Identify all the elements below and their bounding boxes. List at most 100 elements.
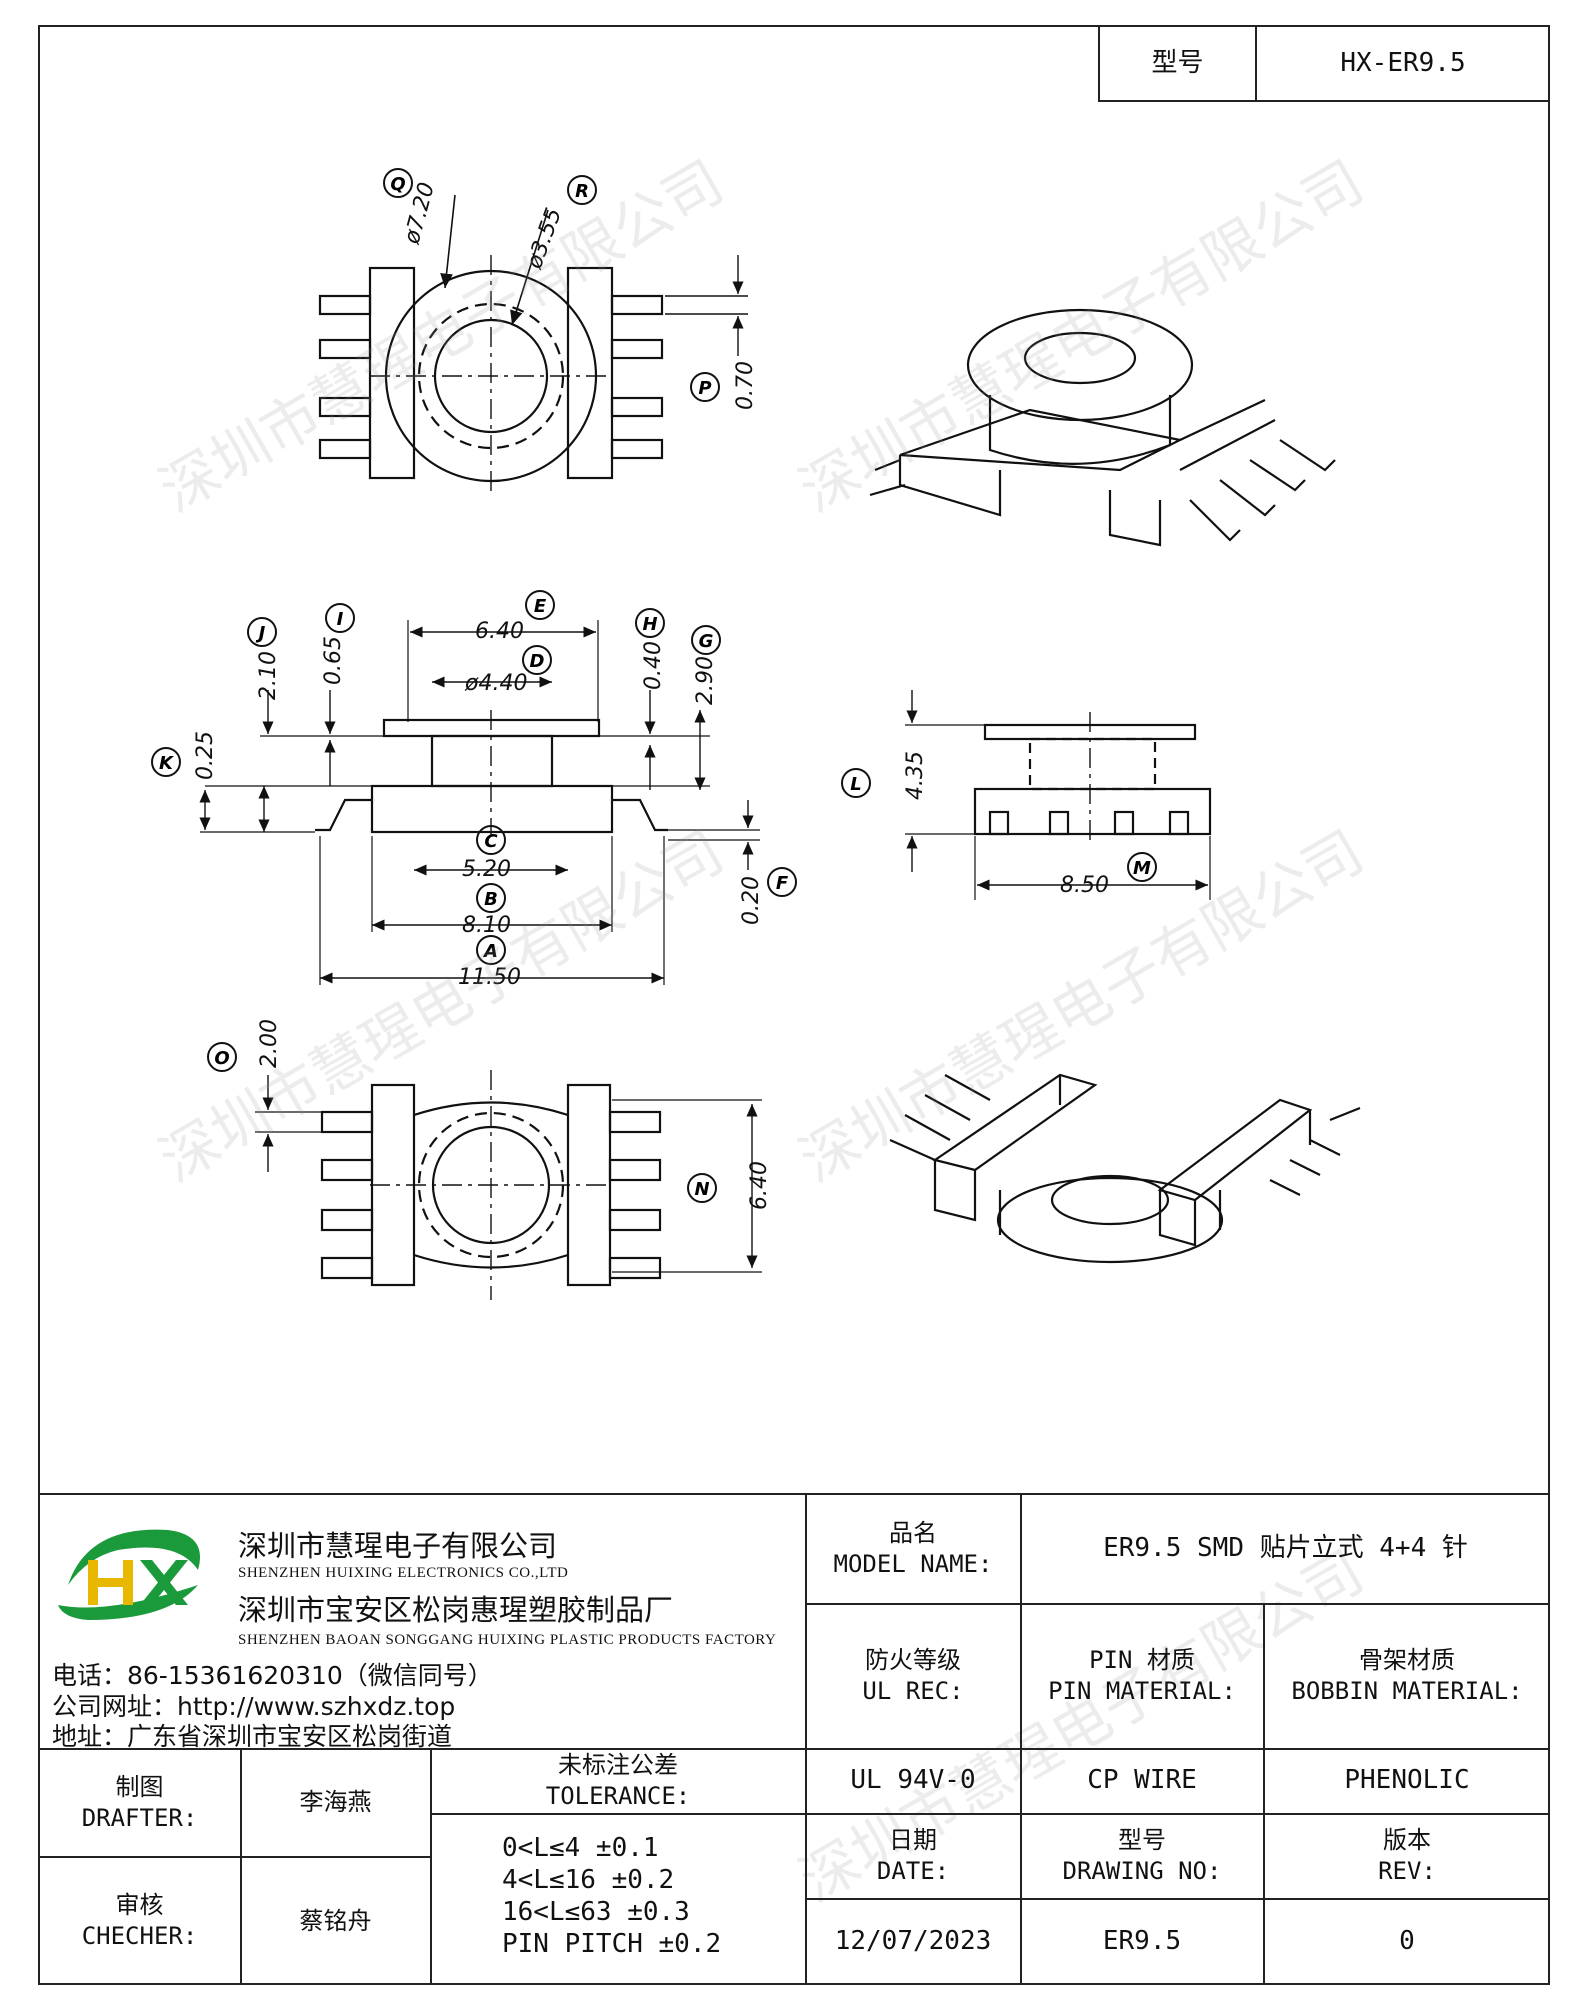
top-view [318, 194, 748, 495]
rev-label: 版本 REV: [1378, 1826, 1436, 1885]
callout-c: C [476, 825, 506, 855]
callout-l: L [841, 768, 871, 798]
svg-text:I: I [337, 609, 344, 630]
svg-text:E: E [534, 596, 547, 617]
callout-j: J [247, 617, 277, 647]
title-block-border [38, 1493, 1550, 1495]
callout-g: G [691, 625, 721, 655]
svg-text:B: B [484, 889, 498, 910]
dim-b: 8.10 [462, 913, 511, 938]
svg-text:G: G [699, 631, 714, 652]
callout-k: K [151, 747, 181, 777]
title-block-border [240, 1748, 242, 1985]
tolerance-label: 未标注公差 TOLERANCE: [545, 1751, 691, 1810]
pin-material-value: CP WIRE [1087, 1765, 1197, 1796]
callout-h: H [635, 608, 665, 638]
date-label: 日期 DATE: [876, 1826, 950, 1885]
svg-text:J: J [256, 623, 266, 644]
svg-text:P: P [698, 378, 711, 399]
company-name-cn: 深圳市慧瑆电子有限公司 [238, 1529, 558, 1563]
svg-text:C: C [484, 831, 498, 852]
technical-drawing: Q R P J I E H G D K C F B A L M O N ø7.2… [151, 168, 1361, 1300]
pin-material-label: PIN 材质 PIN MATERIAL: [1048, 1646, 1236, 1705]
tolerance-list: 0<L≤4 ±0.1 4<L≤16 ±0.2 16<L≤63 ±0.3 PIN … [502, 1832, 862, 1960]
dim-j: 2.10 [256, 651, 281, 700]
callout-e: E [525, 590, 555, 620]
svg-text:F: F [776, 873, 789, 894]
ul-rec-label: 防火等级 UL REC: [862, 1646, 964, 1705]
factory-name-cn: 深圳市宝安区松岗惠瑆塑胶制品厂 [238, 1593, 674, 1627]
dim-p: 0.70 [733, 361, 758, 410]
dim-h: 0.40 [641, 641, 666, 690]
model-name-label: 品名 MODEL NAME: [833, 1518, 993, 1578]
drafter-value: 李海燕 [299, 1788, 372, 1817]
dim-l: 4.35 [903, 751, 928, 800]
callout-d: D [522, 645, 552, 675]
model-name-value: ER9.5 SMD 贴片立式 4+4 针 [1103, 1532, 1468, 1563]
tolerance-row: PIN PITCH ±0.2 [502, 1929, 722, 1959]
dim-g: 2.90 [693, 656, 718, 705]
callout-p: P [690, 372, 720, 402]
dim-o: 2.00 [257, 1019, 282, 1068]
svg-text:H: H [642, 614, 657, 635]
front-view [199, 620, 760, 985]
svg-text:L: L [850, 774, 861, 795]
iso-view-top [869, 308, 1336, 547]
company-website: 公司网址：http://www.szhxdz.top [52, 1692, 456, 1721]
ul-rec-value: UL 94V-0 [850, 1765, 976, 1796]
tolerance-row: 16<L≤63 ±0.3 [502, 1897, 690, 1927]
dim-d: ø4.40 [464, 671, 527, 696]
title-block-border [805, 1898, 1550, 1900]
title-block-border [38, 1748, 1550, 1750]
callout-q: Q [383, 168, 413, 198]
svg-text:M: M [1133, 858, 1151, 879]
header-border [1255, 25, 1257, 102]
dim-r: ø3.55 [522, 205, 567, 273]
title-block-border [1020, 1493, 1022, 1985]
company-address: 地址：广东省深圳市宝安区松岗街道 [52, 1722, 453, 1751]
title-block-border [805, 1603, 1550, 1605]
title-block-border [38, 1856, 430, 1858]
title-block-border [430, 1813, 1550, 1815]
dim-n: 6.40 [747, 1161, 772, 1210]
svg-text:D: D [530, 651, 545, 672]
callout-f: F [767, 867, 797, 897]
callout-r: R [567, 175, 597, 205]
company-logo [58, 1529, 200, 1620]
title-block-border [1263, 1603, 1265, 1985]
callout-labels: Q R P J I E H G D K C F B A L M O N [151, 168, 1157, 1203]
iso-view-bottom [889, 1073, 1361, 1264]
title-block-border [805, 1493, 807, 1985]
drawing-no-value: ER9.5 [1102, 1926, 1182, 1957]
rev-value: 0 [1399, 1926, 1415, 1957]
date-value: 12/07/2023 [834, 1926, 992, 1957]
callout-n: N [687, 1173, 717, 1203]
checker-label: 审核 CHECHER: [81, 1891, 198, 1950]
svg-text:A: A [482, 941, 498, 962]
drawing-sheet [38, 25, 1550, 1985]
callout-b: B [476, 883, 506, 913]
dim-f: 0.20 [739, 876, 764, 925]
svg-text:R: R [575, 181, 589, 202]
header-border [1098, 25, 1100, 102]
bobbin-material-label: 骨架材质 BOBBIN MATERIAL: [1291, 1646, 1523, 1705]
svg-text:O: O [214, 1048, 229, 1069]
dim-a: 11.50 [458, 965, 521, 990]
checker-value: 蔡铭舟 [299, 1906, 372, 1935]
bottom-view [255, 1070, 762, 1300]
company-name-en: SHENZHEN HUIXING ELECTRONICS CO.,LTD [238, 1565, 569, 1581]
dim-c: 5.20 [462, 857, 511, 882]
model-value: HX-ER9.5 [1340, 47, 1466, 78]
company-phone: 电话：86-15361620310（微信同号） [52, 1661, 493, 1690]
callout-m: M [1127, 852, 1157, 882]
callout-o: O [207, 1042, 237, 1072]
model-label: 型号 [1151, 47, 1204, 78]
svg-text:K: K [159, 753, 175, 774]
dim-m: 8.50 [1060, 873, 1109, 898]
factory-name-en: SHENZHEN BAOAN SONGGANG HUIXING PLASTIC … [238, 1632, 777, 1648]
svg-text:N: N [694, 1179, 709, 1200]
bobbin-material-value: PHENOLIC [1344, 1765, 1470, 1796]
header-border [1098, 25, 1550, 27]
title-block-border [430, 1748, 432, 1985]
drawing-no-label: 型号 DRAWING NO: [1062, 1826, 1222, 1885]
